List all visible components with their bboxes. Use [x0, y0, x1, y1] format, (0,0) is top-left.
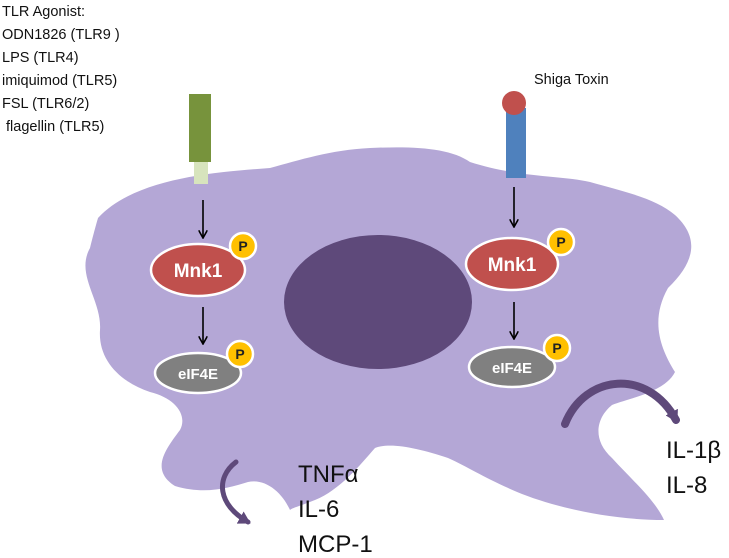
- phospho-label: P: [556, 234, 565, 250]
- tlr-agonist-item: ODN1826 (TLR9 ): [2, 27, 120, 43]
- shiga-toxin-receptor: [502, 91, 526, 178]
- phospho-label: P: [238, 238, 247, 254]
- toxin-head: [502, 91, 526, 115]
- cytokine-label: IL-1β: [666, 437, 721, 464]
- eif4e-node: [153, 351, 243, 395]
- mnk1-label: Mnk1: [174, 261, 223, 282]
- tlr-agonist-item: flagellin (TLR5): [2, 119, 104, 135]
- mnk1-node: [149, 242, 247, 298]
- left-secretion-arrow: [220, 459, 251, 525]
- tlr-agonist-heading: TLR Agonist:: [2, 4, 85, 20]
- tlr-receptor: [189, 94, 211, 184]
- shiga-toxin-label: Shiga Toxin: [534, 72, 609, 88]
- mnk1-node: [464, 236, 560, 292]
- cytokine-label: MCP-1: [298, 531, 373, 558]
- left-mnk1: Mnk1 P: [149, 231, 258, 298]
- phospho-label: P: [235, 346, 244, 362]
- toxin-receptor-stalk: [506, 108, 526, 178]
- left-eif4e: eIF4E P: [153, 339, 255, 395]
- left-cytokine-list: TNFα IL-6 MCP-1: [298, 461, 373, 558]
- tlr-agonist-item: FSL (TLR6/2): [2, 96, 89, 112]
- tlr-agonist-item: imiquimod (TLR5): [2, 73, 117, 89]
- tlr-agonist-legend: TLR Agonist: ODN1826 (TLR9 ) LPS (TLR4) …: [2, 4, 120, 135]
- tlr-receptor-body: [189, 94, 211, 162]
- tlr-receptor-stalk: [194, 160, 208, 184]
- right-eif4e: eIF4E P: [467, 333, 572, 389]
- eif4e-label: eIF4E: [492, 360, 532, 377]
- eif4e-label: eIF4E: [178, 366, 218, 383]
- phospho-badge: [546, 227, 576, 257]
- phospho-label: P: [552, 340, 561, 356]
- nucleus: [284, 235, 472, 369]
- cytokine-label: TNFα: [298, 461, 359, 488]
- eif4e-node: [467, 345, 557, 389]
- cytokine-label: IL-6: [298, 496, 339, 523]
- mnk1-label: Mnk1: [488, 255, 537, 276]
- phospho-badge: [228, 231, 258, 261]
- right-secretion-arrow: [561, 379, 680, 428]
- phospho-badge: [225, 339, 255, 369]
- cytokine-label: IL-8: [666, 472, 707, 499]
- right-mnk1: Mnk1 P: [464, 227, 576, 292]
- tlr-agonist-item: LPS (TLR4): [2, 50, 79, 66]
- phospho-badge: [542, 333, 572, 363]
- right-cytokine-list: IL-1β IL-8: [666, 437, 721, 499]
